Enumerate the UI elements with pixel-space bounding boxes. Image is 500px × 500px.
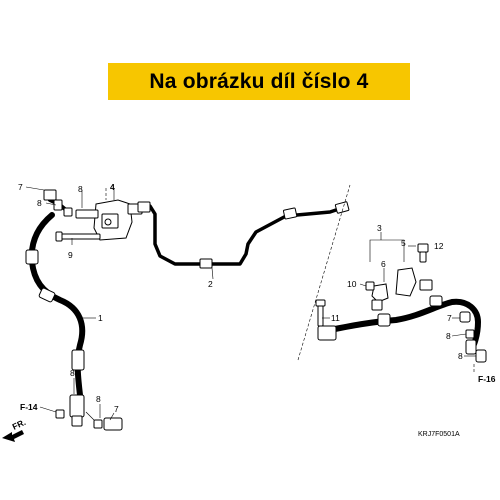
bolt-part-11 [315,299,326,327]
hose-bracket-part-5 [395,267,433,297]
callout-8-lower: 8 [96,394,101,404]
callout-1: 1 [98,313,103,323]
callout-11: 11 [331,313,340,323]
callout-8-left-mid: 8 [70,368,75,378]
callout-8-right-lower: 8 [458,351,463,361]
callout-8-right-upper: 8 [446,331,451,341]
callout-3: 3 [377,223,382,233]
callout-7-upper-left: 7 [18,182,23,192]
callout-4: 4 [110,182,115,192]
callout-8-upper-left: 8 [37,198,42,208]
brake-joint-part-4 [75,199,143,241]
callout-5: 5 [401,238,406,248]
brake-pipe-part-2 [137,201,350,269]
callout-6: 6 [381,259,386,269]
bolt-part-12 [417,243,429,263]
rear-brake-hose-right [317,295,481,355]
brake-hose-part-1 [25,212,86,427]
callout-12: 12 [434,241,444,251]
callout-7-lower-left: 7 [114,404,119,414]
front-direction-arrow-icon [2,430,24,442]
bolt-part-10 [365,281,375,291]
callout-2: 2 [208,279,213,289]
banjo-bolt-upper [43,189,73,217]
ref-f14: F-14 [20,402,38,412]
banjo-bolt-lower-left [55,409,123,431]
banner-text: Na obrázku díl číslo 4 [149,69,369,93]
callout-7-right: 7 [447,313,452,323]
fr-label: FR. [11,417,28,432]
clamp-part-6 [371,283,389,311]
drawing-code: KRJ7F0501A [418,431,460,438]
callout-8-upper: 8 [78,184,83,194]
callout-10: 10 [347,279,357,289]
part-number-banner: Na obrázku díl číslo 4 [108,63,410,100]
ref-f16: F-16 [478,374,496,384]
callout-9: 9 [68,250,73,260]
bolt-part-9 [55,231,101,242]
